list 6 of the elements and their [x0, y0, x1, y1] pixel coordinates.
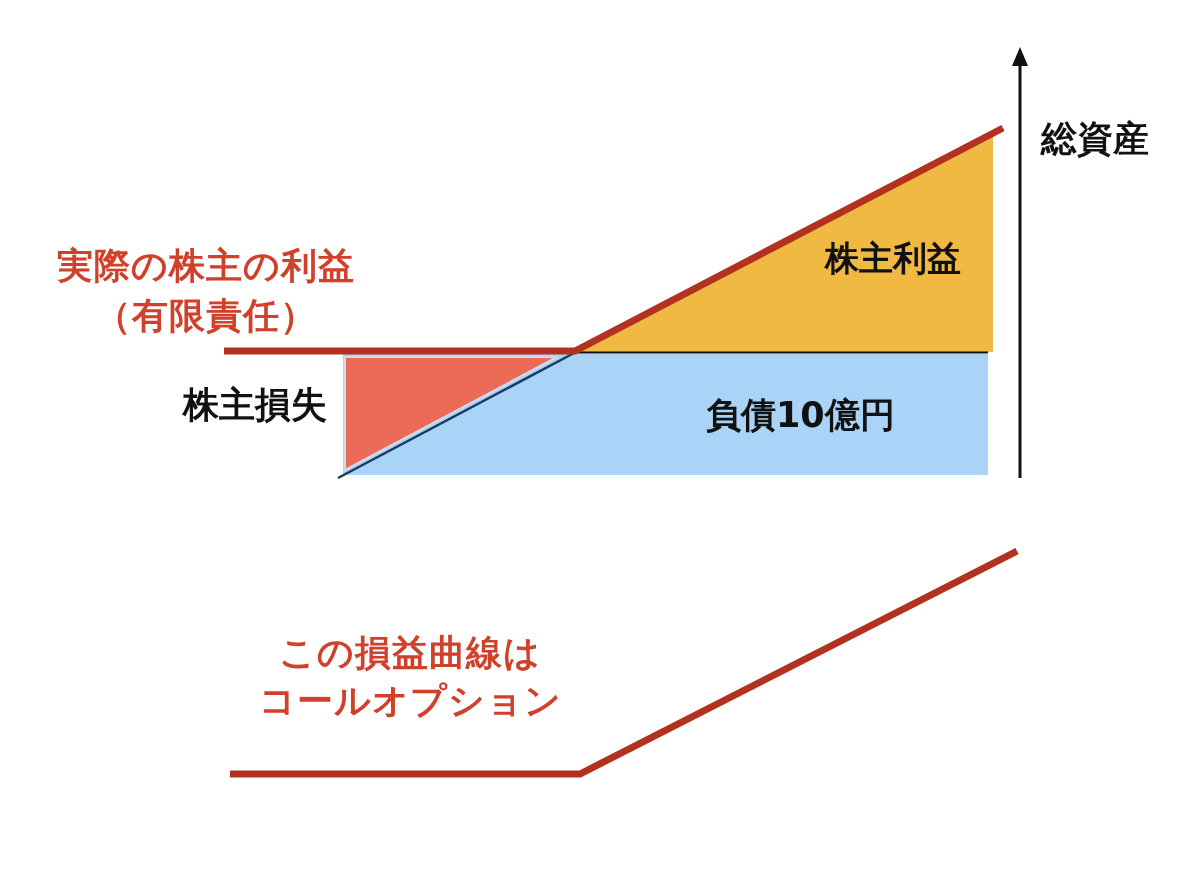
- axis-label: 総資産: [1041, 117, 1150, 161]
- payoff-note: 実際の株主の利益（有限責任）: [56, 244, 356, 338]
- profit-label: 株主利益: [825, 238, 961, 279]
- call-option-note: この損益曲線はコールオプション: [257, 631, 563, 723]
- debt-label: 負債10億円: [706, 394, 895, 436]
- loss-label: 株主損失: [183, 383, 327, 427]
